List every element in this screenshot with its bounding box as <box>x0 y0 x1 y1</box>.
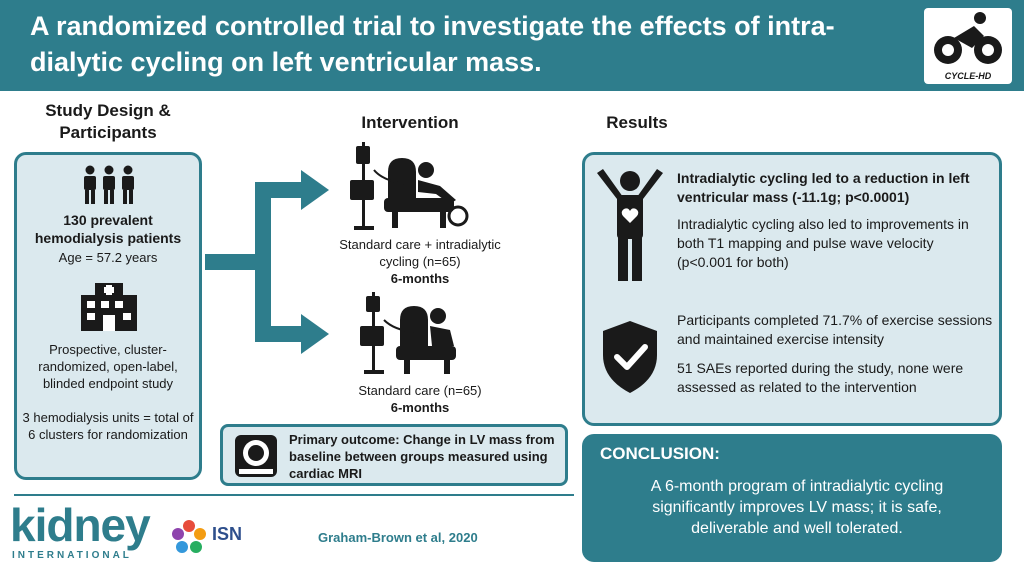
isn-logo-text: ISN <box>212 524 243 544</box>
cycling-chair-icon <box>350 142 469 230</box>
isn-logo-icon <box>172 520 206 553</box>
conclusion-text: A 6-month program of intradialytic cycli… <box>650 478 944 537</box>
heart-figure-icon <box>597 169 663 281</box>
dialysis-chair-icon <box>360 292 456 374</box>
people-icon <box>84 165 134 204</box>
patients-count: 130 prevalent hemodialysis patients <box>34 212 182 246</box>
results-panel: Intradialytic cycling led to a reduction… <box>582 152 1002 426</box>
primary-outcome-text: Primary outcome: Change in LV mass from … <box>289 432 555 481</box>
clusters-text: 3 hemodialysis units = total of 6 cluste… <box>22 410 194 442</box>
primary-outcome-box: Primary outcome: Change in LV mass from … <box>220 424 568 486</box>
cycle-hd-logo: CYCLE-HD <box>924 8 1012 84</box>
age-text: Age = 57.2 years <box>58 250 158 265</box>
hospital-icon <box>81 283 137 331</box>
arm1-label: Standard care + intradialytic cycling (n… <box>339 237 501 269</box>
results-heading: Results <box>606 113 668 132</box>
arm2-duration: 6-months <box>390 400 450 415</box>
page-title: A randomized controlled trial to investi… <box>30 11 835 77</box>
footer-divider <box>14 494 574 496</box>
intervention-heading: Intervention <box>361 113 459 132</box>
conclusion-box: CONCLUSION: A 6-month program of intradi… <box>582 434 1002 562</box>
design-panel: 130 prevalent hemodialysis patients Age … <box>14 152 202 480</box>
randomization-arrows <box>205 170 329 354</box>
finding-saes: 51 SAEs reported during the study, none … <box>677 360 964 395</box>
header-banner: A randomized controlled trial to investi… <box>0 0 1024 91</box>
logo-caption: CYCLE-HD <box>944 71 992 81</box>
finding-adherence: Participants completed 71.7% of exercise… <box>677 312 993 347</box>
design-heading: Study Design & Participants <box>45 101 171 142</box>
study-type-text: Prospective, cluster-randomized, open-la… <box>38 342 178 391</box>
journal-logo: kidney <box>10 499 151 551</box>
arm1-duration: 6-months <box>390 271 450 286</box>
shield-check-icon <box>603 321 657 393</box>
finding-t1-pwv: Intradialytic cycling also led to improv… <box>677 216 969 270</box>
arm2-label: Standard care (n=65) <box>358 383 482 398</box>
mri-scanner-icon <box>235 435 277 477</box>
journal-logo-sub: INTERNATIONAL <box>12 550 132 561</box>
citation-text: Graham-Brown et al, 2020 <box>318 530 478 545</box>
conclusion-title: CONCLUSION: <box>600 444 720 463</box>
cyclist-icon <box>934 12 1002 64</box>
finding-lv-mass: Intradialytic cycling led to a reduction… <box>677 170 970 205</box>
